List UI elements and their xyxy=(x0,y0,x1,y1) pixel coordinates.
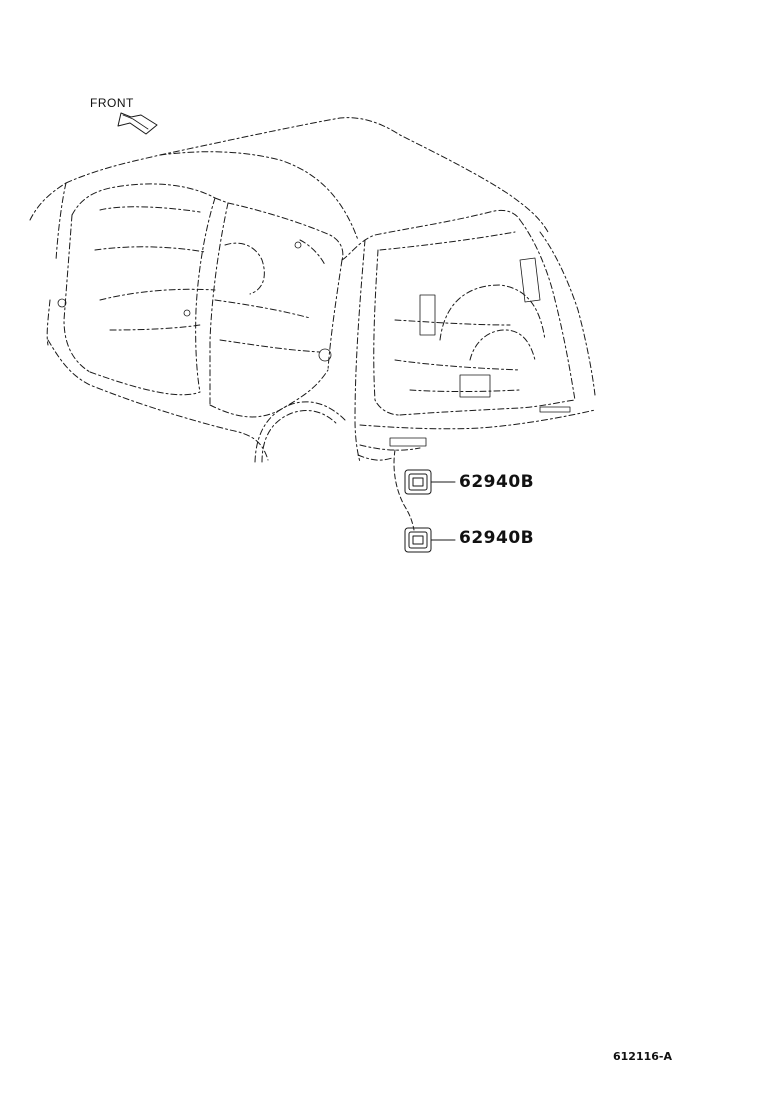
front-arrow-icon xyxy=(117,112,158,135)
car-body-outline xyxy=(29,117,596,463)
part-number-label: 62940B xyxy=(459,472,535,492)
front-direction-label: FRONT xyxy=(90,96,134,110)
body-details xyxy=(57,241,571,447)
trim-clip-icon xyxy=(404,469,456,495)
part-number-label: 62940B xyxy=(459,528,535,548)
diagram-id: 612116-A xyxy=(613,1050,673,1063)
leader-lines xyxy=(393,449,415,531)
trim-clip-icon xyxy=(404,527,456,553)
